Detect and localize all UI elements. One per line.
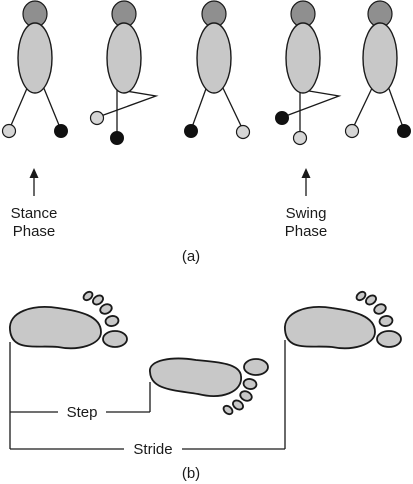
footprint-1-toe-5 <box>82 290 94 302</box>
caption-b: (b) <box>182 465 200 482</box>
footprint-3-toe-2 <box>378 315 394 327</box>
figure-1-dark-foot <box>54 124 68 138</box>
footprint-2-toe-5 <box>222 404 234 416</box>
figure-1-body <box>17 22 53 94</box>
footprint-2 <box>149 357 269 416</box>
figure-3-right-leg <box>221 85 244 131</box>
footprint-3-sole <box>284 306 376 350</box>
stance-phase-arrow <box>29 168 39 196</box>
footprints <box>9 290 402 416</box>
step-bracket <box>9 342 151 413</box>
gait-phase-figures <box>1 0 411 146</box>
figure-2-dark-foot <box>110 131 124 145</box>
figure-3-dark-foot <box>184 124 198 138</box>
footprint-1-toe-2 <box>104 315 120 327</box>
figure-1-right-leg <box>42 85 62 131</box>
swing-phase-label-line-2: Phase <box>285 223 328 240</box>
walking-figure-2 <box>89 0 159 145</box>
footprint-2-toe-3 <box>239 390 253 402</box>
caption-a: (a) <box>182 248 200 265</box>
swing-phase-label-line-1: Swing <box>286 205 327 222</box>
footprint-1 <box>9 290 128 350</box>
figure-5-body <box>362 22 398 94</box>
figure-4-light-foot <box>292 130 308 146</box>
footprint-3-toe-4 <box>365 294 377 306</box>
stride-bracket <box>9 340 286 450</box>
stance-phase-label-line-2: Phase <box>13 223 56 240</box>
walking-figure-4 <box>275 0 342 146</box>
step-label: Step <box>67 404 98 421</box>
footprint-1-toe-big <box>102 330 128 348</box>
figure-3-left-leg <box>190 85 208 131</box>
figure-2-swing-leg <box>97 89 159 118</box>
figure-5-left-leg <box>351 85 374 131</box>
footprint-3-toe-big <box>376 330 402 348</box>
footprint-2-toe-4 <box>232 399 244 411</box>
figure-2-body <box>106 22 142 94</box>
figure-4-body <box>285 22 321 94</box>
footprint-1-sole <box>9 306 102 350</box>
figure-3-body <box>196 22 232 94</box>
footprint-2-toe-big <box>243 358 269 376</box>
figure-2-light-foot <box>89 110 105 126</box>
stride-label: Stride <box>133 441 172 458</box>
figure-1-light-foot <box>1 123 17 139</box>
walking-figure-3 <box>184 0 251 140</box>
walking-figure-5 <box>344 0 411 139</box>
footprint-1-toe-3 <box>99 303 113 315</box>
walking-figure-1 <box>1 0 68 139</box>
footprint-3-toe-3 <box>373 303 387 315</box>
footprint-2-toe-2 <box>242 378 258 390</box>
swing-phase-arrow <box>301 168 311 196</box>
figure-4-dark-foot <box>275 111 289 125</box>
footprint-3 <box>284 290 402 350</box>
figure-3-light-foot <box>235 124 251 140</box>
footprint-3-toe-5 <box>355 290 367 302</box>
footprint-2-sole <box>149 357 242 397</box>
stance-phase-label-line-1: Stance <box>11 205 58 222</box>
figure-1-left-leg <box>8 85 29 131</box>
footprint-1-toe-4 <box>92 294 104 306</box>
figure-5-right-leg <box>387 85 405 131</box>
figure-5-light-foot <box>344 123 360 139</box>
figure-4-swing-leg <box>282 89 342 118</box>
figure-5-dark-foot <box>397 124 411 138</box>
